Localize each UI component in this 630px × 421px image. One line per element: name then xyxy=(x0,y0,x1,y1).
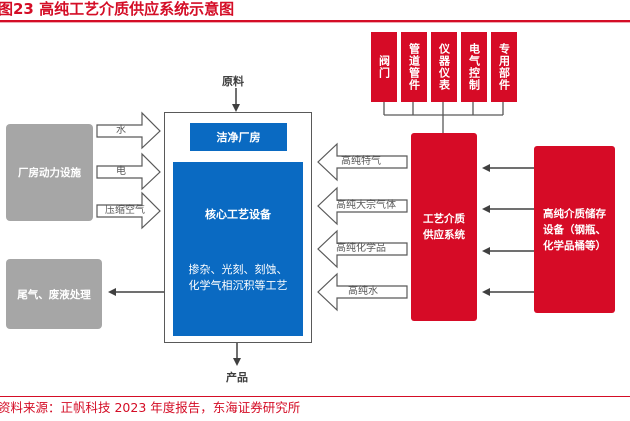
facility-label: 厂房动力设施 xyxy=(18,167,81,179)
block-arrow-electricity xyxy=(96,152,161,191)
waste-label: 尾气、废液处理 xyxy=(17,288,91,301)
block-arrow-water-hp xyxy=(317,272,408,312)
block-arrow-bulk-gas xyxy=(317,186,408,226)
supply-system-line2: 供应系统 xyxy=(423,229,465,241)
title-rule-light xyxy=(0,22,630,23)
waste-box: 尾气、废液处理 xyxy=(6,259,102,329)
component-special-parts: 专用部件 xyxy=(491,32,517,102)
component-instruments: 仪器仪表 xyxy=(431,32,457,102)
component-valves: 阀门 xyxy=(371,32,397,102)
media-arrows xyxy=(317,142,408,312)
block-arrow-air xyxy=(96,191,161,230)
media-label-chemicals: 高纯化学品 xyxy=(336,243,386,254)
input-label-air: 压缩空气 xyxy=(105,205,145,216)
media-label-bulk-gas: 高纯大宗气体 xyxy=(336,200,396,211)
source-note: 资料来源：正帆科技 2023 年度报告，东海证券研究所 xyxy=(0,400,301,415)
core-equipment-desc-1: 掺杂、光刻、刻蚀、 xyxy=(188,263,288,276)
storage-box: 高纯介质储存 设备（钢瓶、 化学品桶等） xyxy=(534,146,615,313)
core-equipment-desc-2: 化学气相沉积等工艺 xyxy=(188,279,288,292)
component-pipes: 管道管件 xyxy=(401,32,427,102)
storage-line3: 化学品桶等） xyxy=(543,239,606,252)
clean-room-box: 洁净厂房 xyxy=(190,123,287,151)
supply-system-box: 工艺介质 供应系统 xyxy=(411,133,477,321)
clean-room-label: 洁净厂房 xyxy=(216,131,261,144)
block-arrow-chemicals xyxy=(317,229,408,269)
input-label-electricity: 电 xyxy=(116,166,126,177)
product-label: 产品 xyxy=(226,371,248,384)
block-arrow-specialty-gas xyxy=(317,142,408,182)
facility-box: 厂房动力设施 xyxy=(6,124,93,221)
source-rule xyxy=(0,396,630,397)
figure-title: 图23 高纯工艺介质供应系统示意图 xyxy=(0,0,235,18)
block-arrow-water xyxy=(96,111,161,150)
raw-material-label: 原料 xyxy=(222,75,244,88)
core-equipment-box: 核心工艺设备 掺杂、光刻、刻蚀、 化学气相沉积等工艺 xyxy=(173,162,303,336)
title-rule xyxy=(0,20,630,22)
storage-line1: 高纯介质储存 xyxy=(543,207,606,220)
media-label-specialty-gas: 高纯特气 xyxy=(341,156,381,167)
component-electrical: 电气控制 xyxy=(461,32,487,102)
core-equipment-title: 核心工艺设备 xyxy=(205,208,271,221)
component-tree-lines xyxy=(383,102,504,133)
facility-input-arrows xyxy=(96,111,161,230)
storage-line2: 设备（钢瓶、 xyxy=(543,223,606,236)
supply-system-line1: 工艺介质 xyxy=(423,213,465,225)
media-label-water: 高纯水 xyxy=(348,286,378,297)
input-label-water: 水 xyxy=(116,125,126,136)
